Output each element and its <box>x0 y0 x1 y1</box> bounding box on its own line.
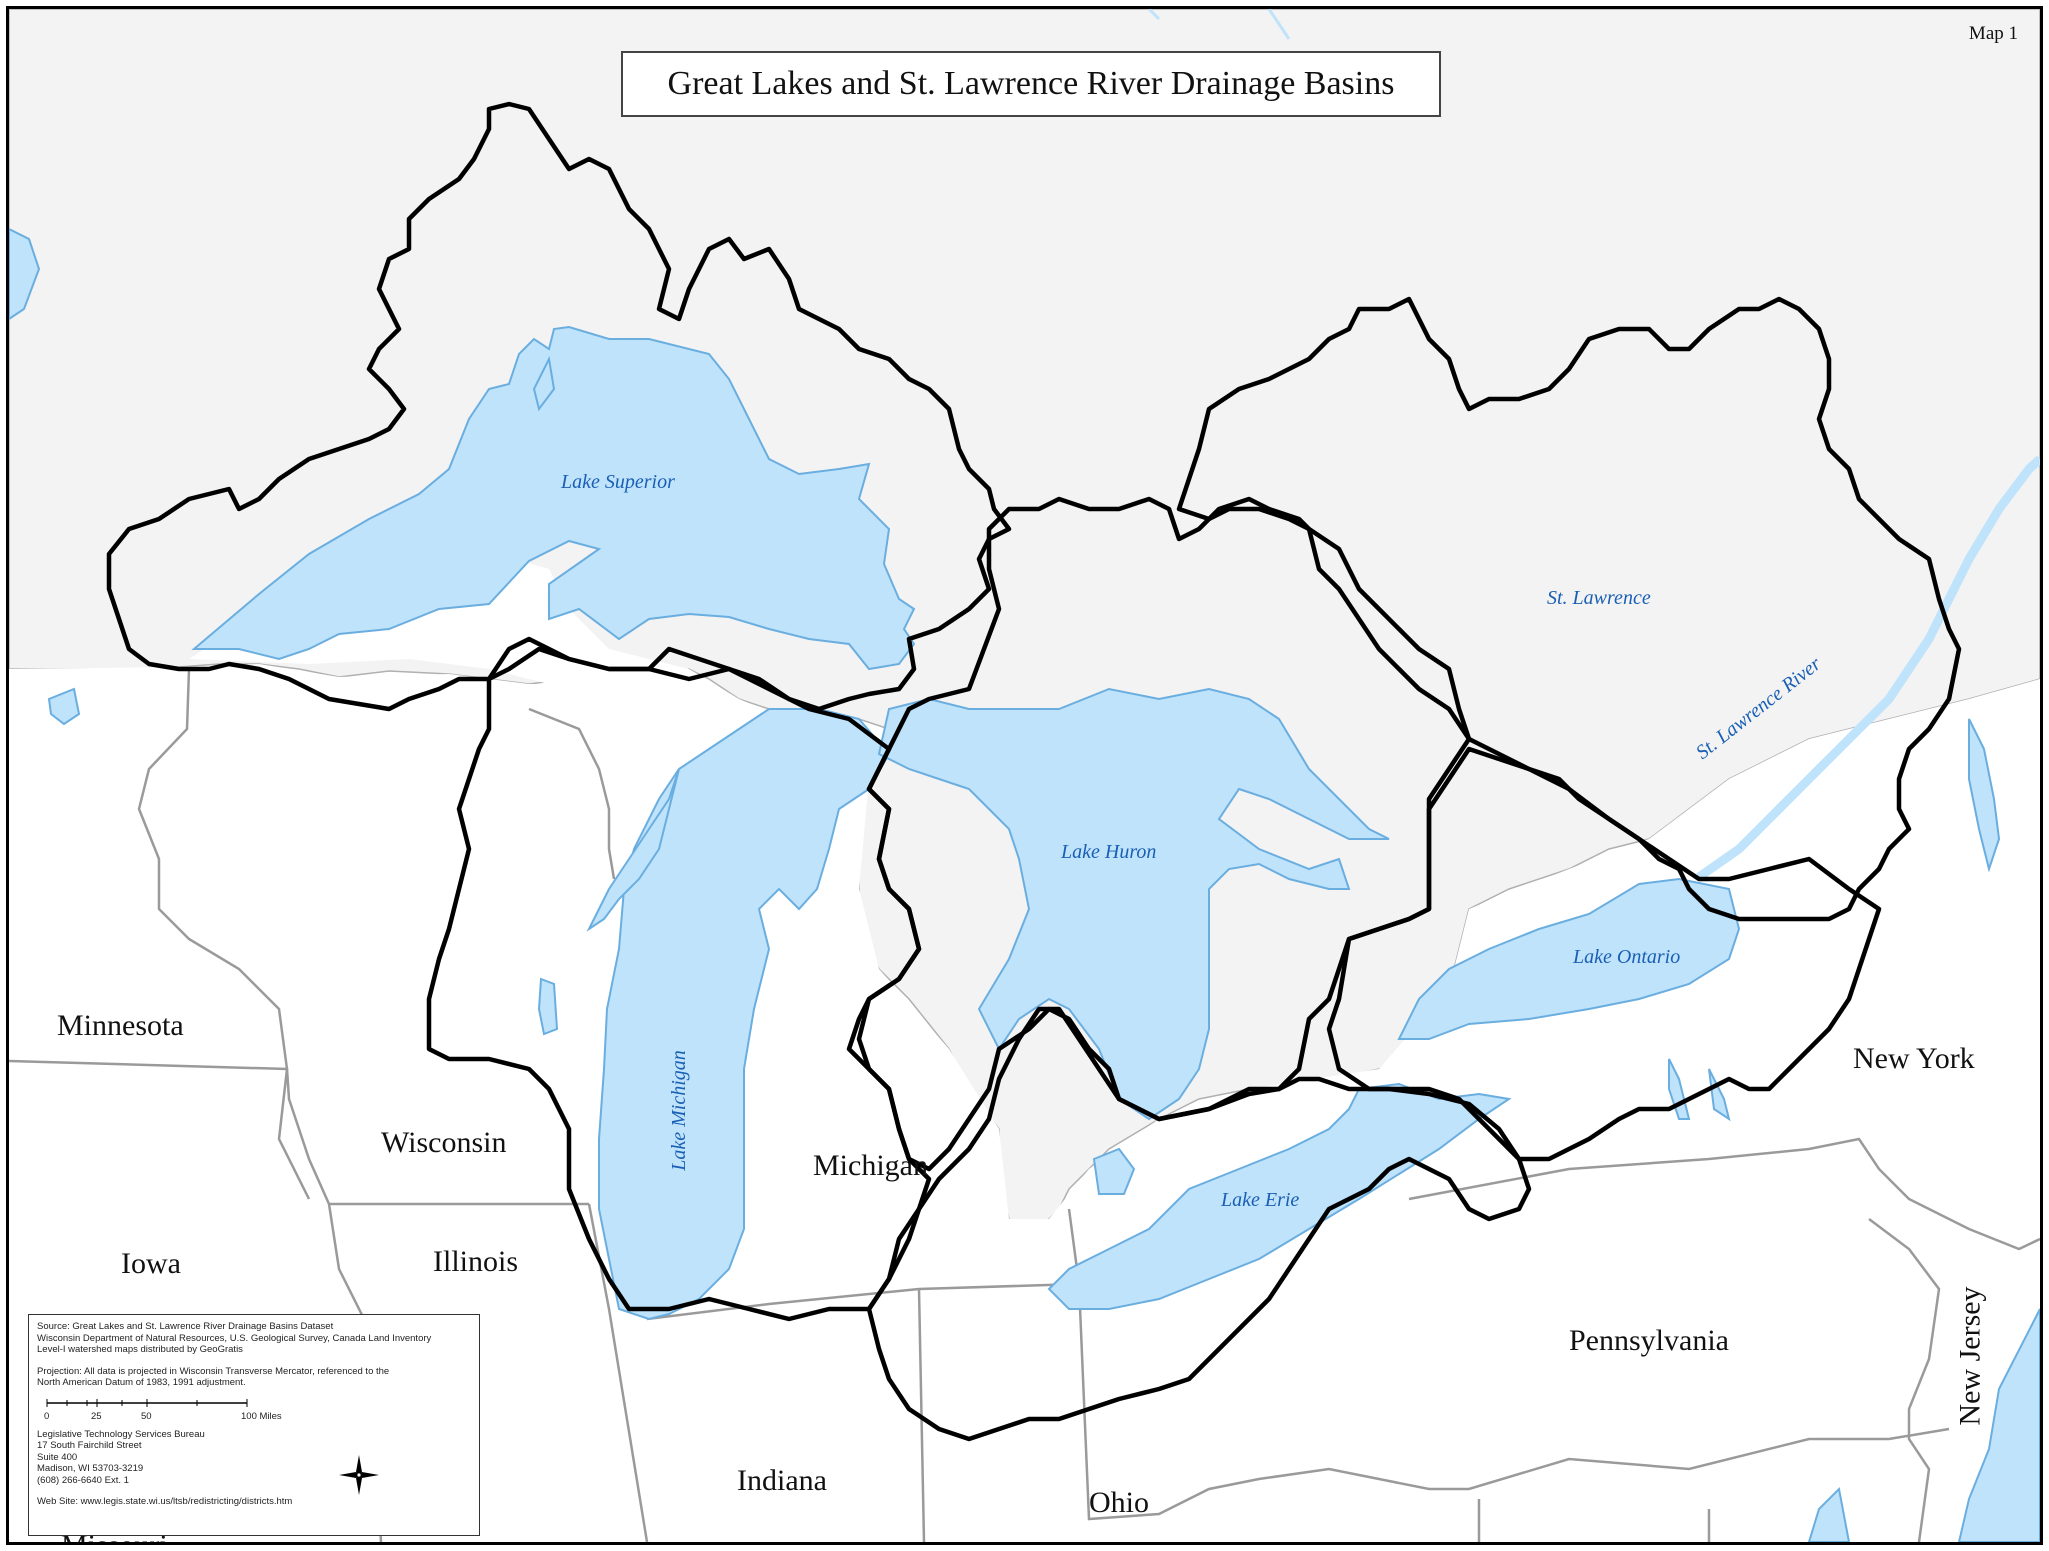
compass-rose-icon <box>339 1455 379 1495</box>
state-label-new-jersey: New Jersey <box>1953 1286 1987 1426</box>
michigan-basin-outline <box>426 646 932 1322</box>
northern-river <box>1147 9 1291 40</box>
scale-tick-100: 100 Miles <box>241 1410 282 1422</box>
state-label-ohio: Ohio <box>1089 1486 1149 1519</box>
us-region <box>9 664 2040 1542</box>
legend-box: Source: Great Lakes and St. Lawrence Riv… <box>28 1314 480 1536</box>
legend-org-line1: Legislative Technology Services Bureau <box>37 1428 205 1440</box>
scale-bar: 0 25 50 100 Miles <box>37 1395 477 1429</box>
lakes <box>9 227 2040 1542</box>
st-lawrence-river <box>1696 455 2040 881</box>
state-label-illinois: Illinois <box>433 1245 519 1278</box>
superior-basin-outline <box>106 101 1012 712</box>
state-label-iowa: Iowa <box>121 1247 181 1280</box>
legend-source-line2: Wisconsin Department of Natural Resource… <box>37 1332 432 1344</box>
legend-org-line2: 17 South Fairchild Street <box>37 1440 142 1451</box>
erie-basin-outline <box>866 1006 1532 1442</box>
lake-label-superior: Lake Superior <box>561 471 675 493</box>
state-label-pennsylvania: Pennsylvania <box>1569 1324 1729 1357</box>
west-pond-shape <box>47 687 81 726</box>
state-label-indiana: Indiana <box>737 1464 827 1497</box>
bay-water <box>1807 1486 1851 1542</box>
lake-ontario-shape <box>1397 877 1741 1040</box>
legend-source-line1: Source: Great Lakes and St. Lawrence Riv… <box>37 1321 334 1332</box>
legend-org-line5: (608) 266-6640 Ext. 1 <box>37 1474 129 1486</box>
map-title: Great Lakes and St. Lawrence River Drain… <box>621 51 1441 117</box>
state-borders <box>9 668 2040 1542</box>
lake-label-huron: Lake Huron <box>1061 841 1157 863</box>
legend-source-line3: Level-I watershed maps distributed by Ge… <box>37 1344 243 1355</box>
lake-huron-shape <box>877 687 1390 1121</box>
canada-left-lake <box>9 227 41 321</box>
state-label-wisconsin: Wisconsin <box>381 1126 507 1159</box>
basin-label-st-lawrence: St. Lawrence <box>1547 587 1651 609</box>
lake-superior-shape <box>191 325 916 671</box>
basin-boundaries <box>106 101 1962 1442</box>
lake-winnebago-shape <box>537 977 559 1036</box>
lake-erie-shape <box>1047 1082 1512 1310</box>
lake-label-michigan: Lake Michigan <box>667 1050 690 1171</box>
legend-projection-line1: Projection: All data is projected in Wis… <box>37 1365 390 1377</box>
state-label-new-york: New York <box>1853 1042 1975 1075</box>
lake-label-ontario: Lake Ontario <box>1573 946 1681 968</box>
lake-michigan-greenbay <box>586 768 680 932</box>
legend-projection-line2: North American Datum of 1983, 1991 adjus… <box>37 1377 246 1388</box>
ontario-basin-outline <box>1326 746 1882 1162</box>
scale-bar-graphic <box>46 1398 248 1407</box>
lake-label-erie: Lake Erie <box>1221 1189 1300 1211</box>
legend-website: Web Site: www.legis.state.wi.us/ltsb/red… <box>37 1496 293 1507</box>
map-canvas <box>9 9 2040 1542</box>
atlantic-water <box>1957 1308 2040 1542</box>
scale-tick-25: 25 <box>91 1410 102 1422</box>
lake-champlain-shape <box>1968 718 2001 873</box>
state-label-minnesota: Minnesota <box>57 1009 184 1042</box>
stlawrence-basin-outline <box>1176 296 1962 922</box>
lake-nipigon-shape <box>532 355 556 412</box>
state-label-michigan: Michigan <box>813 1149 928 1182</box>
map-number: Map 1 <box>1968 23 2018 44</box>
legend-org-line4: Madison, WI 53703-3219 <box>37 1463 144 1474</box>
legend-org-line3: Suite 400 <box>37 1451 78 1463</box>
map-frame: Great Lakes and St. Lawrence River Drain… <box>6 6 2043 1545</box>
scale-tick-50: 50 <box>141 1410 152 1422</box>
lake-stclair-shape <box>1092 1147 1136 1195</box>
scale-tick-0: 0 <box>44 1410 50 1422</box>
